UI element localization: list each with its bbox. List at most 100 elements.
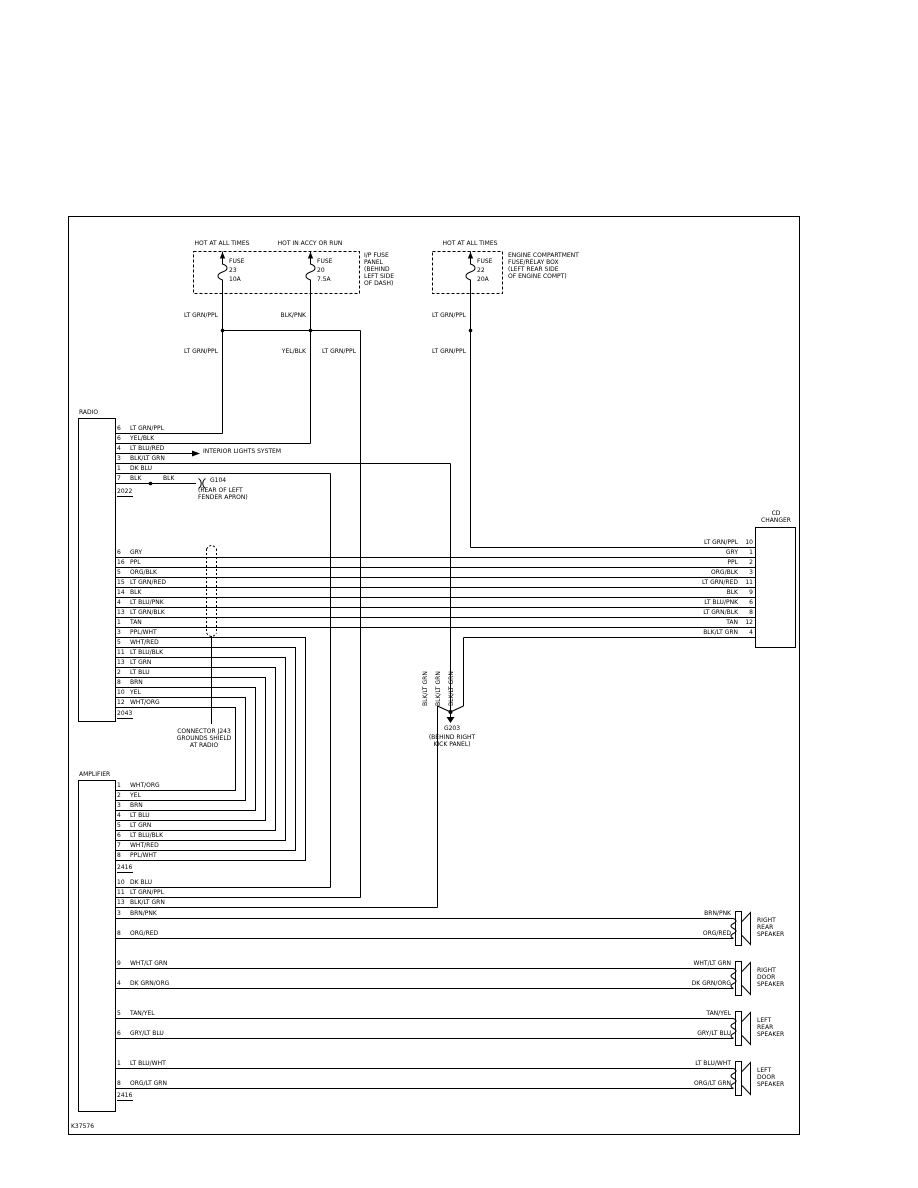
ground-and-amp-wires [115,637,756,908]
pin-number: 3 [117,455,121,462]
wire-color-label: LT GRN/PPL [432,348,466,355]
amplifier-connector1-id: 2416 [117,864,134,873]
amplifier-connector2-head-pins: 10 DK BLU 11 LT GRN/PPL 13 BLK/LT GRN [117,877,165,907]
wire-label: BLK/LT GRN [703,629,738,636]
pin-row: LT BLU/PNK 6 [620,597,753,607]
pin-number: 7 [117,475,121,482]
pin-number: 7 [117,842,121,849]
pin-number: 15 [117,579,125,586]
pin-row: GRY 1 [620,547,753,557]
pin-number: 8 [117,930,121,937]
pin-row: 3 BLK/LT GRN [117,453,165,463]
wire-color-label: LT GRN/PPL [184,348,218,355]
pin-row: 6 GRY [117,547,166,557]
pin-number: 6 [749,599,753,606]
pin-number: 16 [117,559,125,566]
pin-number: 5 [117,822,121,829]
pin-row: 8 ORG/RED [117,918,158,938]
fuse-22-label: FUSE 22 20A [477,258,493,283]
wire-color-label: LT GRN/PPL [184,312,218,319]
pin-number: 1 [117,465,121,472]
pin-number: 3 [117,629,121,636]
pin-number: 6 [117,425,121,432]
pin-number: 10 [117,689,125,696]
left-rear-speaker-name: LEFT REAR SPEAKER [757,1017,785,1038]
wire-label: BRN [130,679,143,686]
pin-row: BLK/LT GRN 4 [620,627,753,637]
cd-changer-pins: LT GRN/PPL 10 GRY 1 PPL 2 ORG/BLK 3 LT G… [620,537,753,637]
amplifier-connector2-id: 2416 [117,1092,134,1101]
interior-lights-arrow [192,450,200,457]
amplifier-connector1-pins: 1 WHT/ORG 2 YEL 3 BRN 4 LT BLU 5 LT GRN … [117,780,163,860]
wire-label: ORG/RED [130,930,159,937]
pin-number: 2 [749,559,753,566]
wire-label: LT BLU [130,669,150,676]
pin-row: 3 BRN [117,800,163,810]
pin-row: 4 LT BLU/RED [117,443,165,453]
wire-color-label: LT GRN/PPL [322,348,356,355]
pin-number: 1 [117,619,121,626]
pin-row: DK GRN/ORG [601,968,731,988]
wire-color-label: YEL/BLK [281,348,306,355]
pin-number: 3 [117,802,121,809]
right-rear-speaker-amp-pins: 3 BRN/PNK 8 ORG/RED [117,898,158,938]
g203-ground-symbol [437,705,464,723]
wire-label: PPL [130,559,141,566]
pin-row: 2 YEL [117,790,163,800]
pin-number: 5 [117,1010,121,1017]
pin-row: 5 LT GRN [117,820,163,830]
wire-label: YEL [130,689,141,696]
hot-label-2: HOT IN ACCY OR RUN [277,240,343,247]
wire-label: TAN [130,619,142,626]
pin-number: 5 [117,569,121,576]
pin-row: 6 GRY/LT BLU [117,1018,164,1038]
pin-row: 11 LT GRN/PPL [117,887,165,897]
pin-number: 1 [749,549,753,556]
left-rear-speaker-amp-pins: 5 TAN/YEL 6 GRY/LT BLU [117,998,164,1038]
wire-label: YEL [130,792,141,799]
pin-row: 8 ORG/LT GRN [117,1068,167,1088]
wire-label: YEL/BLK [130,435,155,442]
wire-label: BLK [130,475,142,482]
radio-connector2-id: 2043 [117,710,134,719]
pin-number: 10 [117,879,125,886]
wire-label: BLK [130,589,142,596]
fuse-symbols [217,251,476,294]
radio-title: RADIO [79,409,99,416]
wire-label: TAN [726,619,738,626]
pin-row: 1 LT BLU/WHT [117,1048,167,1068]
diagram-frame [68,216,800,1135]
wire-label: PPL/WHT [130,852,157,859]
pin-number: 4 [117,812,121,819]
pin-number: 4 [117,980,121,987]
wire-label: BRN [130,802,143,809]
pin-row: 1 DK BLU [117,463,165,473]
pin-row: ORG/BLK 3 [620,567,753,577]
splice-dots [148,328,473,486]
ip-fuse-panel-note: I/P FUSE PANEL (BEHIND LEFT SIDE OF DASH… [364,252,395,287]
pin-number: 11 [117,889,125,896]
pin-row: LT BLU/WHT [601,1048,731,1068]
boxes [68,216,800,1135]
pin-row: 1 WHT/ORG [117,780,163,790]
pin-row: 5 ORG/BLK [117,567,166,577]
radio-connector1-pins: 6 LT GRN/PPL 6 YEL/BLK 4 LT BLU/RED 3 BL… [117,423,165,483]
pin-number: 6 [117,1030,121,1037]
ip-fuse-panel-box [193,251,360,294]
wire-label: ORG/BLK [130,569,157,576]
pin-row: 3 BRN/PNK [117,898,158,918]
pin-row: LT GRN/BLK 8 [620,607,753,617]
pin-row: 6 LT BLU/BLK [117,830,163,840]
wire-label: GRY/LT BLU [697,1030,731,1037]
wire-color-label: BLK/PNK [280,312,306,319]
right-door-speaker-amp-pins: 9 WHT/LT GRN 4 DK GRN/ORG [117,948,169,988]
pin-number: 10 [745,539,753,546]
pin-row: 3 PPL/WHT [117,627,166,637]
wire-label: ORG/BLK [711,569,738,576]
wire-label: GRY [130,549,143,556]
wire-label: BLK/LT GRN [130,899,165,906]
